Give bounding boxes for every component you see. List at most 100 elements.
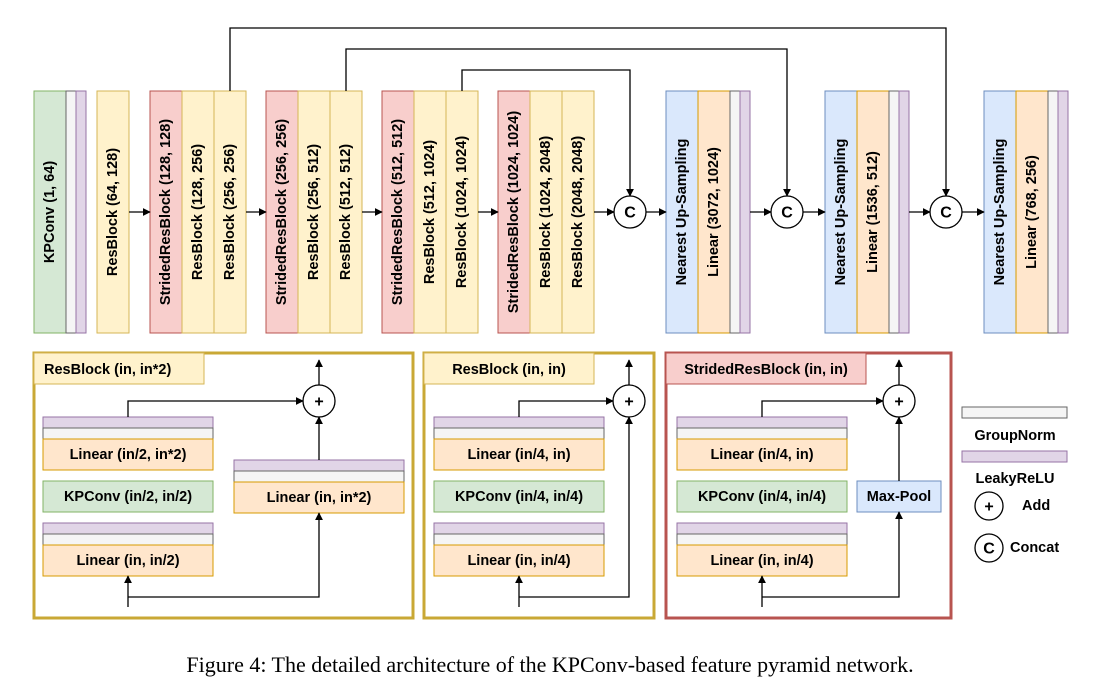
strided-resblock-256-label: StridedResBlock (256, 256) [274, 119, 290, 305]
panel-title-box [665, 352, 867, 385]
shortcut-edge [128, 512, 323, 598]
resblock-512-512 [329, 90, 363, 334]
linear-bottom-block [676, 544, 848, 577]
kpconv-leakyrelu [75, 90, 87, 334]
add-symbol: + [314, 394, 323, 411]
leakyrelu-layer [676, 522, 848, 535]
linear-top-label: Linear (in/4, in) [710, 447, 813, 463]
strided-resblock-128-label: StridedResBlock (128, 128) [158, 119, 174, 305]
main-to-add-edge [127, 397, 304, 417]
strided-resblock-128 [149, 90, 183, 334]
figure-caption: Figure 4: The detailed architecture of t… [186, 652, 913, 677]
linear-bottom-block [433, 544, 605, 577]
linear-top-block [676, 438, 848, 471]
panel-title-box [33, 352, 205, 385]
concat-node-2 [770, 195, 804, 229]
panel-title: ResBlock (in, in) [452, 362, 566, 378]
panel-title: StridedResBlock (in, in) [684, 362, 848, 378]
legend-groupnorm-swatch [961, 406, 1068, 419]
groupnorm-layer [433, 427, 605, 440]
resblock-1024-1024-label: ResBlock (1024, 1024) [454, 136, 470, 289]
resblock-512-1024-label: ResBlock (512, 1024) [422, 140, 438, 284]
leakyrelu-layer [433, 522, 605, 535]
legend: GroupNorm LeakyReLU + Add C Concat [961, 406, 1068, 563]
decoder-2-leakyrelu [898, 90, 910, 334]
kpconv-block [433, 480, 605, 513]
decoder-1-groupnorm [729, 90, 741, 334]
groupnorm-layer [433, 533, 605, 546]
resblock-64-128 [96, 90, 130, 334]
add-symbol: + [894, 394, 903, 411]
resblock-2048-2048 [561, 90, 595, 334]
groupnorm-layer [42, 533, 214, 546]
legend-concat-icon [974, 533, 1004, 563]
shortcut-linear-label: Linear (in, in*2) [267, 490, 372, 506]
resblock-512-512-label: ResBlock (512, 512) [338, 144, 354, 280]
maxpool-label: Max-Pool [867, 489, 931, 505]
upsampling-1-label: Nearest Up-Sampling [674, 139, 690, 286]
feature-pyramid: KPConv (1, 64) ResBlock (64, 128) Stride… [33, 27, 1069, 334]
kpconv-label: KPConv (in/2, in/2) [64, 489, 192, 505]
decoder-2-groupnorm [888, 90, 900, 334]
main-to-add-edge [518, 397, 614, 417]
resblock-256-512 [297, 90, 331, 334]
panel-title: ResBlock (in, in*2) [44, 362, 171, 378]
decoder-3-groupnorm [1047, 90, 1059, 334]
linear-bottom-block [42, 544, 214, 577]
decoder-linear-1 [697, 90, 731, 334]
strided-resblock-512-label: StridedResBlock (512, 512) [390, 119, 406, 305]
resblock-256-512-label: ResBlock (256, 512) [306, 144, 322, 280]
skip-connection-stage2 [345, 48, 791, 197]
resblock-256-256-label: ResBlock (256, 256) [222, 144, 238, 280]
decoder-linear-2 [856, 90, 890, 334]
legend-add-label: Add [1022, 498, 1050, 514]
kpconv-stem-block [33, 90, 67, 334]
shortcut-linear-block [233, 481, 405, 514]
decoder-linear-1-label: Linear (3072, 1024) [706, 147, 722, 277]
kpconv-label: KPConv (in/4, in/4) [455, 489, 583, 505]
strided-resblock-1024 [497, 90, 531, 334]
upsampling-3 [983, 90, 1017, 334]
decoder-linear-3-label: Linear (768, 256) [1024, 155, 1040, 269]
decoder-linear-3 [1015, 90, 1049, 334]
groupnorm-layer [233, 470, 405, 483]
leakyrelu-layer [42, 416, 214, 429]
main-to-add-edge [761, 397, 884, 417]
legend-groupnorm-label: GroupNorm [974, 428, 1055, 444]
strided-resblock-panel: StridedResBlock (in, in) Linear (in/4, i… [664, 351, 953, 620]
resblock-128-256-label: ResBlock (128, 256) [190, 144, 206, 280]
upsampling-3-label: Nearest Up-Sampling [992, 139, 1008, 286]
kpconv-label: KPConv (in/4, in/4) [698, 489, 826, 505]
leakyrelu-layer [233, 459, 405, 472]
identity-shortcut-edge [519, 416, 633, 598]
concat-symbol: C [624, 205, 636, 222]
kpconv-stem-label: KPConv (1, 64) [42, 161, 58, 263]
concat-node-1 [613, 195, 647, 229]
legend-leakyrelu-swatch [961, 450, 1068, 463]
concat-node-3 [929, 195, 963, 229]
add-symbol: + [624, 394, 633, 411]
resblock-512-1024 [413, 90, 447, 334]
legend-leakyrelu-label: LeakyReLU [976, 471, 1055, 487]
skip-connection-stage1 [229, 27, 950, 197]
linear-bottom-label: Linear (in, in/2) [76, 553, 179, 569]
kpconv-groupnorm [65, 90, 77, 334]
resblock-256-256 [213, 90, 247, 334]
strided-resblock-1024-label: StridedResBlock (1024, 1024) [506, 111, 522, 313]
upsampling-2-label: Nearest Up-Sampling [833, 139, 849, 286]
panel-title-box [423, 352, 595, 385]
kpconv-block [676, 480, 848, 513]
concat-symbol: C [940, 205, 952, 222]
leakyrelu-layer [433, 416, 605, 429]
linear-bottom-label: Linear (in, in/4) [467, 553, 570, 569]
groupnorm-layer [42, 427, 214, 440]
legend-add-symbol: + [984, 499, 993, 516]
decoder-3-leakyrelu [1057, 90, 1069, 334]
groupnorm-layer [676, 533, 848, 546]
skip-connection-stage3 [461, 69, 634, 197]
legend-add-icon [974, 491, 1004, 521]
decoder-1-leakyrelu [739, 90, 751, 334]
resblock-panel: ResBlock (in, in) Linear (in/4, in) KPCo… [422, 351, 656, 620]
linear-top-block [433, 438, 605, 471]
leakyrelu-layer [42, 522, 214, 535]
